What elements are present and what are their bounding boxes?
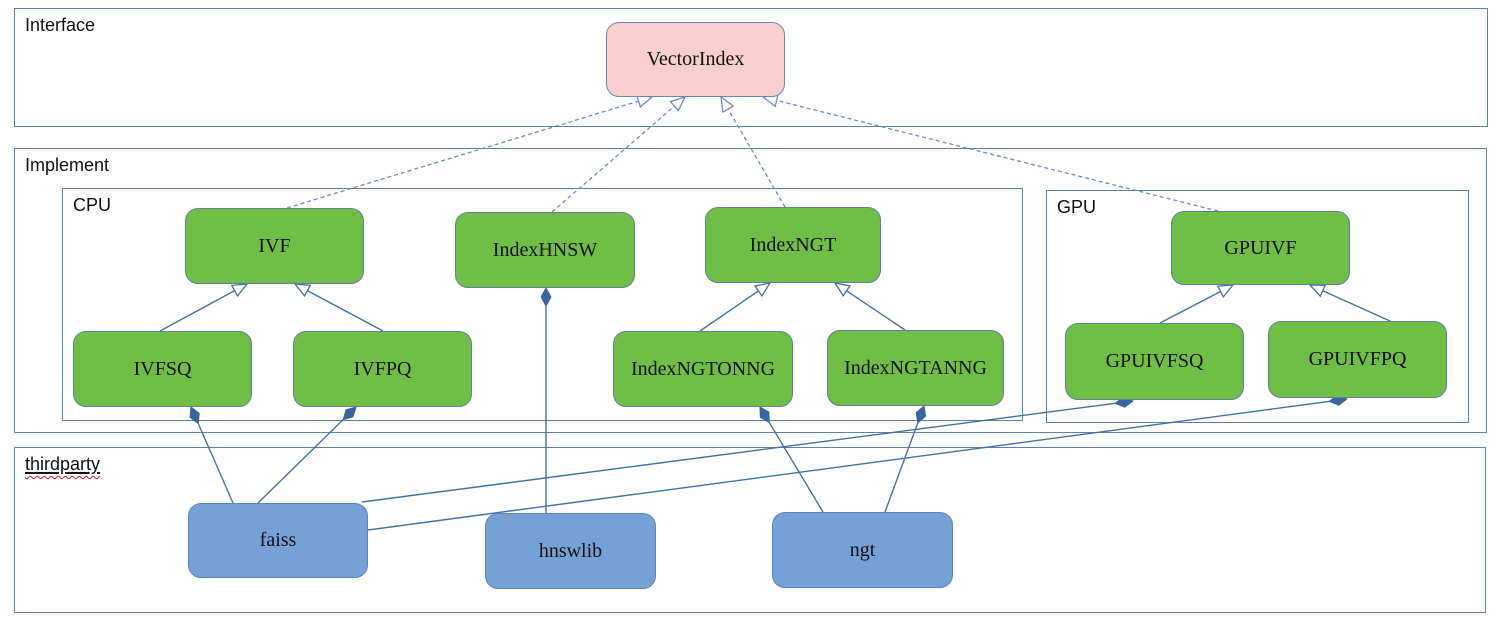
node-label-IVFSQ: IVFSQ	[133, 357, 192, 380]
node-label-ngt: ngt	[849, 538, 876, 561]
node-label-faiss: faiss	[259, 529, 297, 551]
node-IVF[interactable]: IVF	[185, 208, 364, 284]
node-label-IndexNGTONNG: IndexNGTONNG	[630, 357, 776, 380]
node-label-VectorIndex: VectorIndex	[646, 48, 745, 70]
node-IndexNGT[interactable]: IndexNGT	[705, 207, 881, 283]
node-label-IndexNGT: IndexNGT	[749, 233, 837, 256]
gpu-label: GPU	[1057, 197, 1097, 217]
node-label-IVFPQ: IVFPQ	[353, 357, 412, 380]
interface-label: Interface	[25, 15, 96, 35]
spellcheck-squiggle: thirdparty	[25, 454, 101, 474]
node-GPUIVFPQ[interactable]: GPUIVFPQ	[1268, 321, 1447, 398]
node-label-GPUIVFSQ: GPUIVFSQ	[1105, 350, 1204, 372]
node-GPUIVFSQ[interactable]: GPUIVFSQ	[1065, 323, 1244, 400]
node-label-hnswlib: hnswlib	[538, 539, 603, 562]
node-IndexHNSW[interactable]: IndexHNSW	[455, 212, 635, 288]
node-IndexNGTONNG[interactable]: IndexNGTONNG	[613, 331, 793, 407]
node-label-IVF: IVF	[258, 234, 291, 257]
implement-label: Implement	[25, 155, 110, 175]
node-hnswlib[interactable]: hnswlib	[485, 513, 656, 589]
node-faiss[interactable]: faiss	[188, 503, 368, 578]
node-label-IndexNGTANNG: IndexNGTANNG	[844, 356, 987, 379]
node-ngt[interactable]: ngt	[772, 512, 953, 588]
node-VectorIndex[interactable]: VectorIndex	[606, 22, 785, 97]
node-label-GPUIVF: GPUIVF	[1224, 236, 1297, 259]
thirdparty-label: thirdparty	[25, 454, 100, 475]
node-GPUIVF[interactable]: GPUIVF	[1171, 211, 1350, 285]
node-label-IndexHNSW: IndexHNSW	[492, 238, 598, 261]
node-IVFSQ[interactable]: IVFSQ	[73, 331, 252, 407]
node-IndexNGTANNG[interactable]: IndexNGTANNG	[827, 330, 1004, 406]
node-IVFPQ[interactable]: IVFPQ	[293, 331, 472, 407]
node-label-GPUIVFPQ: GPUIVFPQ	[1308, 348, 1407, 370]
cpu-label: CPU	[73, 195, 112, 215]
